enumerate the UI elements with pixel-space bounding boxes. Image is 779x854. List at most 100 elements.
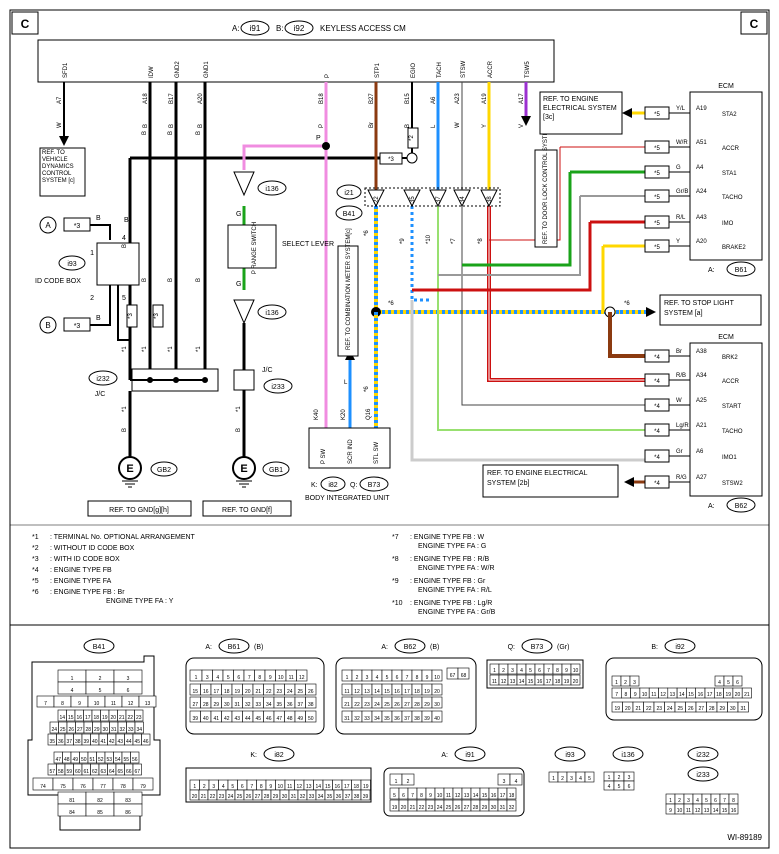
note-text: : ENGINE TYPE FB : Gr (410, 578, 486, 585)
conn-cell-no: 12 (354, 689, 360, 695)
junction-pin-no: 22 (374, 196, 380, 203)
conn-cell-no: 40 (203, 716, 209, 722)
conn-cell-no: 28 (709, 706, 715, 712)
gnd-gb1-oval (262, 461, 290, 477)
conn-cell-no: 75 (60, 784, 66, 790)
conn-cell-no: 20 (110, 715, 116, 721)
id-pin4: 4 (122, 235, 126, 242)
conn-cell-no: 20 (401, 805, 407, 811)
cm-pin-no: A18 (143, 93, 149, 104)
cm-wire-color: Y (482, 124, 488, 128)
conn-prefix: A: (441, 752, 448, 759)
conn-cell (570, 674, 581, 686)
conn-cell (431, 710, 443, 723)
conn-cell-no: 24 (51, 727, 57, 733)
cm-conn-a: i91 (250, 24, 261, 33)
ref-engine2b: REF. TO ENGINE ELECTRICAL SYSTEM [2b] (487, 470, 588, 487)
conn-cell-no: 20 (434, 689, 440, 695)
conn-cell-no: 9 (78, 701, 81, 707)
conn-cell-no: 16 (334, 784, 340, 790)
conn-cell-no: 26 (455, 805, 461, 811)
conn-cell-no: 33 (128, 727, 134, 733)
conn-cell-no: 27 (464, 805, 470, 811)
conn-cell-no: 20 (735, 692, 741, 698)
conn-cell-no: 15 (68, 715, 74, 721)
conn-cell-no: 6 (714, 798, 717, 804)
conn-cell-no: 5 (231, 784, 234, 790)
conn-cell-no: 40 (434, 716, 440, 722)
conn-cell-no: 32 (119, 727, 125, 733)
conn-label: B41 (93, 644, 106, 651)
conn-cell-no: 15 (722, 808, 728, 814)
conn-cell-no: 35 (327, 794, 333, 800)
cm-pin-name: GND1 (204, 61, 210, 78)
conn-cell-no: 23 (136, 715, 142, 721)
conn-cell (141, 733, 151, 746)
ecm-box (689, 342, 763, 497)
gnd-wire-label: *1 (122, 346, 128, 352)
conn-cell-no: 15 (688, 692, 694, 698)
conn-cell-no: 28 (264, 794, 270, 800)
outer-frame (9, 9, 770, 849)
conn-cell (401, 773, 415, 786)
note-mark: *3 (32, 556, 39, 563)
conn-label: i136 (621, 752, 634, 759)
note-text2: ENGINE TYPE FA : Y (106, 598, 174, 605)
ecm-pin-name: START (722, 404, 741, 410)
ecm-star: *4 (654, 481, 660, 487)
conn-cell-no: 16 (491, 793, 497, 799)
jc-i232-conn: i232 (96, 376, 109, 383)
gnd-wire-label: B (142, 278, 148, 282)
conn-cell-no: 13 (306, 784, 312, 790)
conn-prefix: A: (381, 644, 388, 651)
b-wire-b: B (96, 315, 101, 322)
conn-cell-no: 30 (282, 794, 288, 800)
conn-cell-no: 56 (132, 757, 138, 763)
conn-cell-no: 7 (547, 668, 550, 674)
conn-cell-no: 7 (248, 675, 251, 681)
ref-gnd-gh: REF. TO GND[g][h] (109, 507, 169, 514)
conn-oval (218, 638, 250, 654)
arrow-sta2 (622, 108, 632, 118)
ecm-wire-color: Gr (676, 449, 683, 455)
cm-conn-a-oval (240, 20, 270, 36)
p-range-label: P RANGE SWITCH (252, 222, 258, 274)
conn-cell-no: 7 (615, 692, 618, 698)
ecm-pin-name: TACHO (722, 195, 743, 201)
id-pin1: 1 (90, 250, 94, 257)
ecm-box (689, 91, 763, 261)
conn-cell-no: 16 (537, 679, 543, 685)
note-text2: ENGINE TYPE FA : G (418, 543, 486, 550)
conn-cell-no: 20 (625, 706, 631, 712)
conn-cell-no: 21 (744, 692, 750, 698)
conn-cell-no: 29 (424, 702, 430, 708)
conn-cell-no: 39 (363, 794, 369, 800)
conn-cell-no: 21 (255, 689, 261, 695)
conn-cell-no: 4 (696, 798, 699, 804)
conn-cell (305, 710, 317, 723)
biu-pin: P SW (321, 448, 327, 464)
conn-cell-no: 24 (287, 689, 293, 695)
conn-cell-no: 2 (561, 776, 564, 782)
ecm-wire-color: Lg/R (676, 423, 689, 429)
conn-cell-no: 40 (92, 739, 98, 745)
conn-cell-no: 19 (363, 784, 369, 790)
conn-label: B73 (531, 644, 544, 651)
gnd-wire-label: B (236, 428, 242, 432)
conn-cell-no: 13 (670, 692, 676, 698)
cm-wire-color: B (169, 124, 175, 128)
conn-cell-no: 11 (344, 689, 349, 695)
biu-q-oval (359, 476, 389, 492)
conn-cell (741, 687, 752, 699)
conn-cell-no: 23 (364, 702, 370, 708)
conn-suffix: (B) (254, 644, 263, 651)
conn-cell-no: 31 (291, 794, 297, 800)
conn-cell-no: 31 (111, 727, 117, 733)
note-mark: *7 (392, 534, 399, 541)
ref-doorlock-box (534, 149, 558, 248)
conn-cell-no: 19 (234, 689, 240, 695)
ecm-star-box (644, 398, 670, 412)
ecm-star-box (644, 475, 670, 489)
ecm-star: *4 (654, 455, 660, 461)
conn-cell-no: 12 (501, 679, 507, 685)
